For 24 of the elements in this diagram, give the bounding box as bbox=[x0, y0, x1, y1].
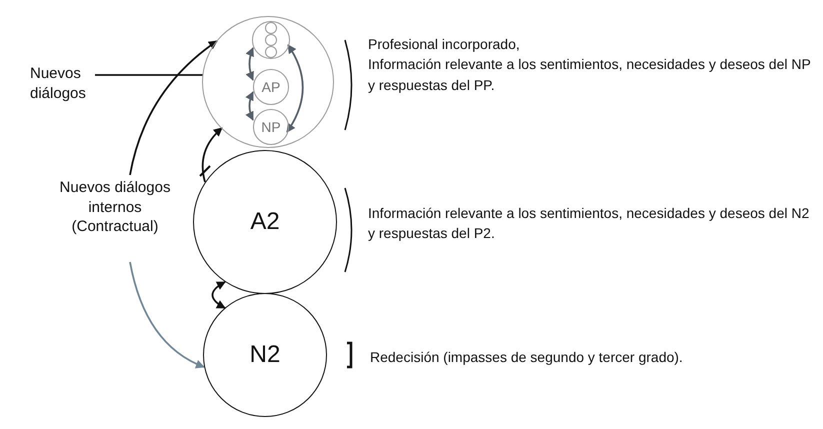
ego-state-circle bbox=[252, 21, 290, 59]
ego-state-circle bbox=[193, 150, 337, 294]
description-text: Información relevante a los sentimientos, necesidades y deseos del NP y respuestas del PP. bbox=[368, 55, 812, 95]
ego-state-label: A2 bbox=[250, 208, 280, 236]
description-text: Información relevante a los sentimientos, necesidades y deseos del N2 y respuestas del P2. bbox=[368, 204, 810, 244]
arrow bbox=[129, 262, 205, 368]
ego-state-label: AP bbox=[262, 79, 280, 95]
dialogue-label: Nuevos diálogos internos (Contractual) bbox=[58, 178, 172, 236]
arrow bbox=[286, 44, 304, 133]
arrow bbox=[129, 40, 218, 176]
ego-state-label: NP bbox=[261, 119, 281, 135]
ego-state-circle bbox=[253, 69, 289, 105]
personality-circle bbox=[202, 16, 334, 148]
arrow bbox=[212, 281, 226, 309]
leader-line bbox=[95, 74, 203, 76]
description-text: Profesional incorporado, bbox=[368, 35, 520, 54]
dialogue-label: Nuevos diálogos bbox=[30, 64, 87, 103]
arrow bbox=[199, 127, 223, 182]
ego-state-circle bbox=[253, 109, 289, 145]
arrow bbox=[246, 91, 254, 121]
arrow bbox=[246, 47, 254, 81]
description-text: Redecisión (impasses de segundo y tercer grado). bbox=[370, 348, 683, 367]
ego-state-circle bbox=[203, 293, 327, 417]
ego-state-label: N2 bbox=[250, 341, 280, 369]
